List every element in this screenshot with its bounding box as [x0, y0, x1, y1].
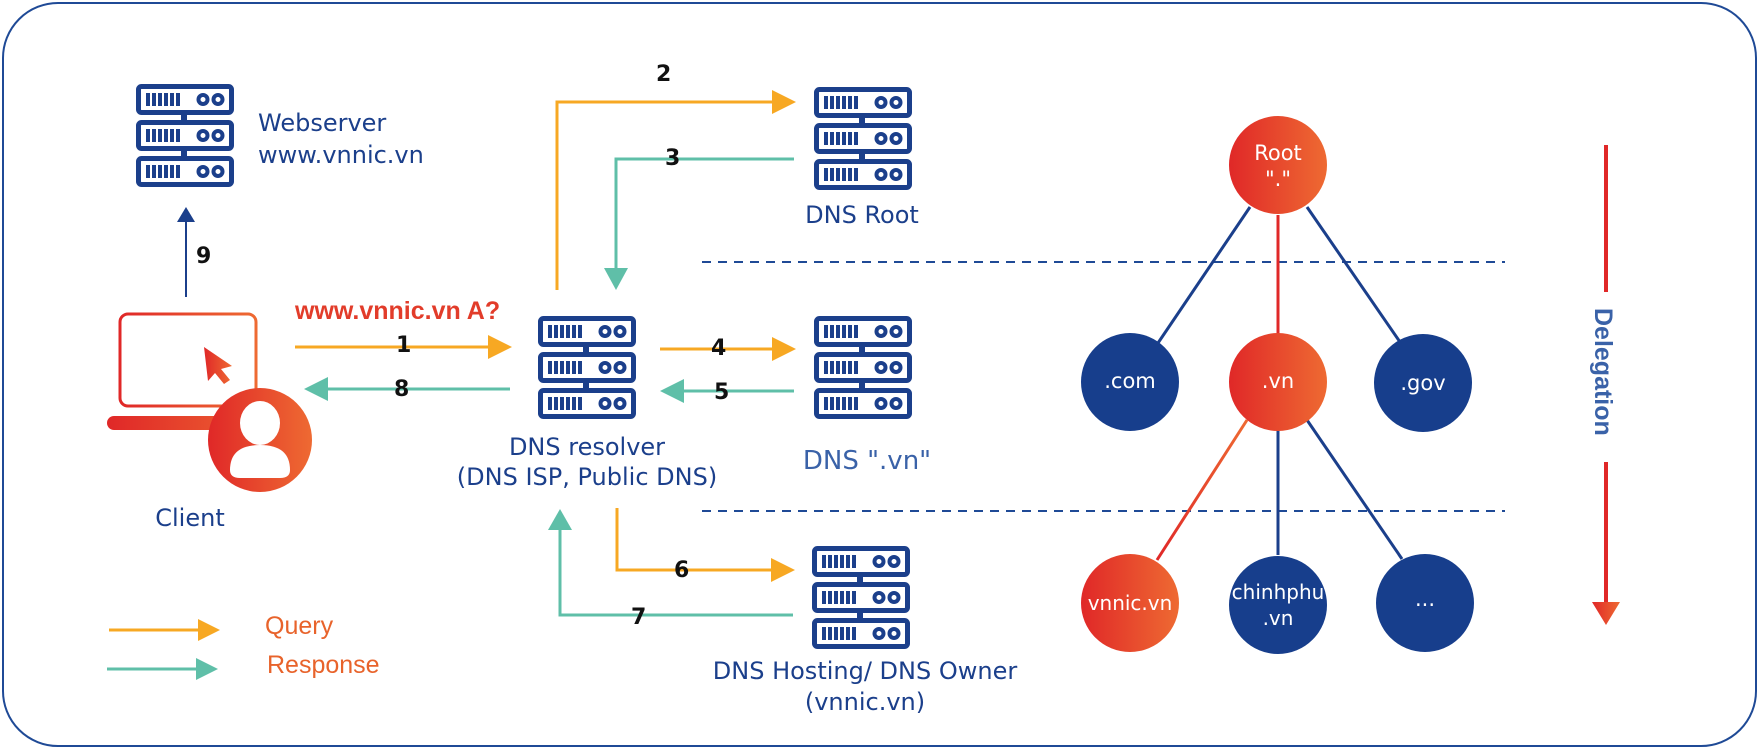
- tree-node-gov: [1374, 334, 1472, 432]
- arrow-step-4: [660, 337, 796, 361]
- chinhphu-line2: .vn: [1262, 606, 1294, 630]
- cursor-icon: [204, 347, 232, 384]
- step-number-3: 3: [665, 146, 681, 171]
- tree-node-chinhphu-label: chinhphu .vn: [1225, 579, 1331, 631]
- arrow-step-9: [177, 207, 195, 297]
- tree-node-root: [1229, 116, 1327, 214]
- dns-hosting-subtitle: (vnnic.vn): [804, 688, 926, 716]
- dns-hosting-server-icon: [815, 549, 908, 647]
- tree-node-com: [1081, 333, 1179, 431]
- tree-node-root-label: Root ".": [1229, 140, 1327, 192]
- dns-resolver-subtitle: (DNS ISP, Public DNS): [456, 463, 718, 491]
- query-label: www.vnnic.vn A?: [295, 297, 501, 325]
- client-label: Client: [155, 504, 225, 532]
- dns-resolver-server-icon: [541, 319, 634, 417]
- step-number-4: 4: [711, 336, 727, 361]
- step-number-2: 2: [656, 62, 672, 87]
- step-number-8: 8: [394, 377, 410, 402]
- arrow-step-6: [615, 508, 795, 582]
- arrow-step-8: [304, 377, 510, 401]
- legend-response-arrow: [107, 658, 218, 680]
- tree-node-vn-label: .vn: [1261, 369, 1295, 393]
- tree-edges: [1155, 206, 1404, 561]
- delegation-arrow: [1592, 145, 1620, 625]
- tree-node-ellipsis-label: ...: [1414, 587, 1436, 611]
- chinhphu-line1: chinhphu: [1231, 580, 1325, 604]
- root-name: Root: [1254, 141, 1302, 165]
- step-number-7: 7: [631, 605, 647, 630]
- webserver-subtitle: www.vnnic.vn: [258, 141, 424, 169]
- webserver-title: Webserver: [258, 109, 387, 137]
- step-number-1: 1: [396, 333, 412, 358]
- arrow-step-1: [295, 335, 512, 359]
- step-number-6: 6: [674, 558, 690, 583]
- step-number-5: 5: [714, 380, 730, 405]
- arrow-step-5: [660, 379, 794, 403]
- root-dot: ".": [1265, 167, 1291, 191]
- arrow-step-7: [548, 509, 793, 617]
- tree-node-chinhphu: [1229, 556, 1327, 654]
- step-number-9: 9: [196, 244, 212, 269]
- user-avatar-icon: [208, 388, 312, 492]
- legend-response-label: Response: [267, 651, 380, 679]
- dns-vn-label: DNS ".vn": [802, 446, 932, 476]
- tree-node-gov-label: .gov: [1400, 371, 1446, 395]
- dns-hosting-title: DNS Hosting/ DNS Owner: [712, 657, 1018, 685]
- dns-root-server-icon: [817, 90, 910, 188]
- dns-vn-server-icon: [817, 319, 910, 417]
- tree-node-vnnic-label: vnnic.vn: [1087, 591, 1173, 615]
- webserver-icon: [139, 87, 232, 185]
- dns-root-label: DNS Root: [805, 201, 919, 229]
- arrow-step-2: [555, 90, 796, 290]
- tree-node-vnnic: [1081, 554, 1179, 652]
- tree-node-com-label: .com: [1104, 369, 1156, 393]
- legend-query-label: Query: [265, 612, 334, 640]
- legend-query-arrow: [109, 619, 220, 641]
- arrow-step-3: [604, 157, 794, 290]
- tree-node-vn: [1229, 333, 1327, 431]
- dns-resolver-title: DNS resolver: [508, 433, 666, 461]
- delegation-label: Delegation: [1589, 308, 1617, 436]
- tree-node-ellipsis: [1376, 554, 1474, 652]
